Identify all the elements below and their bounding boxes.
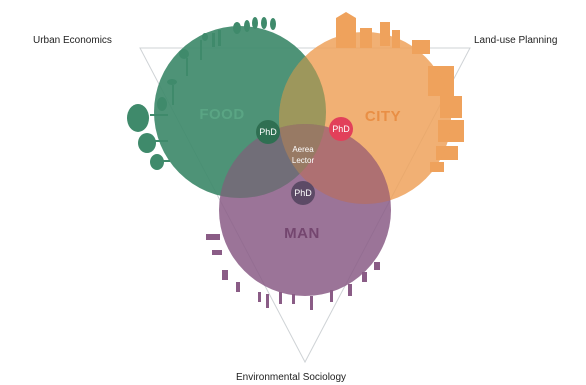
- label-man: MAN: [284, 225, 320, 242]
- badge-city-man-text: PhD: [332, 124, 350, 134]
- badge-food-man: PhD: [291, 181, 315, 205]
- label-city: CITY: [365, 108, 401, 125]
- man-decoration: [206, 234, 380, 310]
- label-urban-economics: Urban Economics: [33, 35, 112, 46]
- circle-man: [219, 124, 391, 296]
- badge-city-man: PhD: [329, 117, 353, 141]
- label-food: FOOD: [199, 106, 244, 123]
- badge-food-man-text: PhD: [294, 188, 312, 198]
- label-land-use-planning: Land-use Planning: [474, 35, 558, 46]
- badge-food-city: PhD: [256, 120, 280, 144]
- center-label-line1: Aerea: [292, 145, 314, 154]
- center-label-line2: Lector: [292, 156, 315, 165]
- badge-food-city-text: PhD: [259, 127, 277, 137]
- label-environmental-sociology: Environmental Sociology: [236, 372, 347, 383]
